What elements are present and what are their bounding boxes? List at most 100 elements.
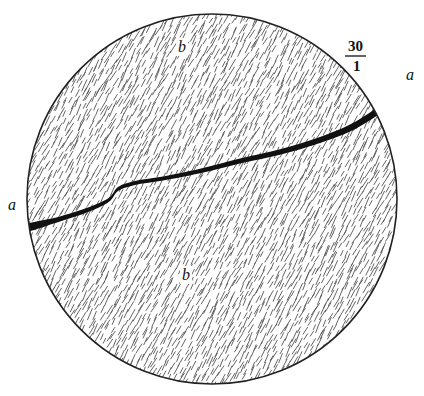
fibre-stroke <box>191 90 194 96</box>
fibre-stroke <box>41 81 46 90</box>
fibre-stroke <box>377 35 382 46</box>
fibre-stroke <box>110 8 116 17</box>
fibre-stroke <box>89 148 94 155</box>
fibre-stroke <box>35 17 39 23</box>
fibre-stroke <box>284 170 288 176</box>
fibre-stroke <box>100 128 105 138</box>
fibre-stroke <box>314 210 318 220</box>
fibre-stroke <box>233 78 237 86</box>
fibre-stroke <box>299 22 304 33</box>
fibre-stroke <box>42 184 45 191</box>
fibre-stroke <box>84 157 88 162</box>
fibre-stroke <box>331 212 336 220</box>
fibre-stroke <box>179 72 183 81</box>
fibre-stroke <box>240 112 247 123</box>
fibre-stroke <box>48 206 52 213</box>
fibre-stroke <box>314 207 320 218</box>
fibre-stroke <box>195 211 200 220</box>
fibre-stroke <box>110 51 114 57</box>
fibre-stroke <box>147 73 153 84</box>
fibre-stroke <box>36 74 41 84</box>
fibre-stroke <box>55 197 60 206</box>
fibre-stroke <box>357 134 362 141</box>
fibre-stroke <box>181 107 186 116</box>
fibre-stroke <box>271 8 277 19</box>
fibre-stroke <box>78 18 80 24</box>
fibre-stroke <box>46 22 51 31</box>
fibre-stroke <box>239 187 242 193</box>
fibre-stroke <box>345 25 350 33</box>
fibre-stroke <box>372 81 376 91</box>
fibre-hatching <box>19 7 402 393</box>
fibre-stroke <box>328 7 333 19</box>
fibre-stroke <box>80 56 84 65</box>
fibre-stroke <box>304 102 309 108</box>
fibre-stroke <box>235 8 240 20</box>
fibre-stroke <box>165 192 168 197</box>
fibre-stroke <box>321 192 324 198</box>
fibre-stroke <box>354 94 361 105</box>
fibre-stroke <box>225 109 228 116</box>
fibre-stroke <box>212 94 216 103</box>
fibre-stroke <box>52 52 55 59</box>
fibre-stroke <box>92 224 97 233</box>
fibre-stroke <box>332 191 337 201</box>
fibre-stroke <box>94 60 99 71</box>
fibre-stroke <box>386 187 389 193</box>
fibre-stroke <box>90 31 94 36</box>
fibre-stroke <box>376 58 380 65</box>
fibre-stroke <box>329 167 335 177</box>
fibre-stroke <box>143 68 146 74</box>
fibre-stroke <box>224 75 229 83</box>
fibre-stroke <box>257 212 262 222</box>
fibre-stroke <box>208 225 212 233</box>
fibre-stroke <box>393 102 398 110</box>
fibre-stroke <box>154 8 159 19</box>
fibre-stroke <box>287 101 292 112</box>
fibre-stroke <box>182 186 186 192</box>
fibre-stroke <box>387 162 390 169</box>
fibre-stroke <box>287 185 291 194</box>
fibre-stroke <box>207 148 211 156</box>
fibre-stroke <box>299 219 304 227</box>
fibre-stroke <box>143 51 147 58</box>
fibre-stroke <box>352 221 355 227</box>
fibre-stroke <box>326 180 332 189</box>
fibre-stroke <box>105 13 110 20</box>
fibre-stroke <box>51 15 54 22</box>
fibre-stroke <box>135 9 140 18</box>
fibre-stroke <box>243 97 247 108</box>
fibre-stroke <box>248 135 253 144</box>
fibre-stroke <box>54 148 58 156</box>
fibre-stroke <box>69 36 72 43</box>
fibre-stroke <box>232 136 236 142</box>
fibre-stroke <box>375 170 380 178</box>
fibre-stroke <box>346 18 352 28</box>
fibre-stroke <box>161 52 166 62</box>
fibre-stroke <box>75 99 78 106</box>
fibre-stroke <box>293 214 297 219</box>
fibre-stroke <box>316 101 319 108</box>
fibre-stroke <box>180 223 184 230</box>
fibre-stroke <box>227 195 231 206</box>
fibre-stroke <box>168 99 173 107</box>
fibre-stroke <box>201 213 206 221</box>
fibre-stroke <box>299 178 302 185</box>
fibre-stroke <box>309 24 316 34</box>
fibre-stroke <box>44 77 48 82</box>
fibre-stroke <box>390 86 392 92</box>
fibre-stroke <box>288 17 292 25</box>
fibre-stroke <box>123 193 127 199</box>
fibre-stroke <box>155 70 159 81</box>
fibre-stroke <box>329 14 335 25</box>
fibre-stroke <box>299 158 301 164</box>
fibre-stroke <box>141 79 145 87</box>
fibre-stroke <box>251 117 256 124</box>
fibre-stroke <box>134 77 139 87</box>
fibre-stroke <box>150 212 153 219</box>
fibre-stroke <box>154 36 159 47</box>
fibre-stroke <box>333 66 339 76</box>
fibre-stroke <box>335 46 338 51</box>
fibre-stroke <box>361 154 367 163</box>
fibre-stroke <box>348 163 351 170</box>
